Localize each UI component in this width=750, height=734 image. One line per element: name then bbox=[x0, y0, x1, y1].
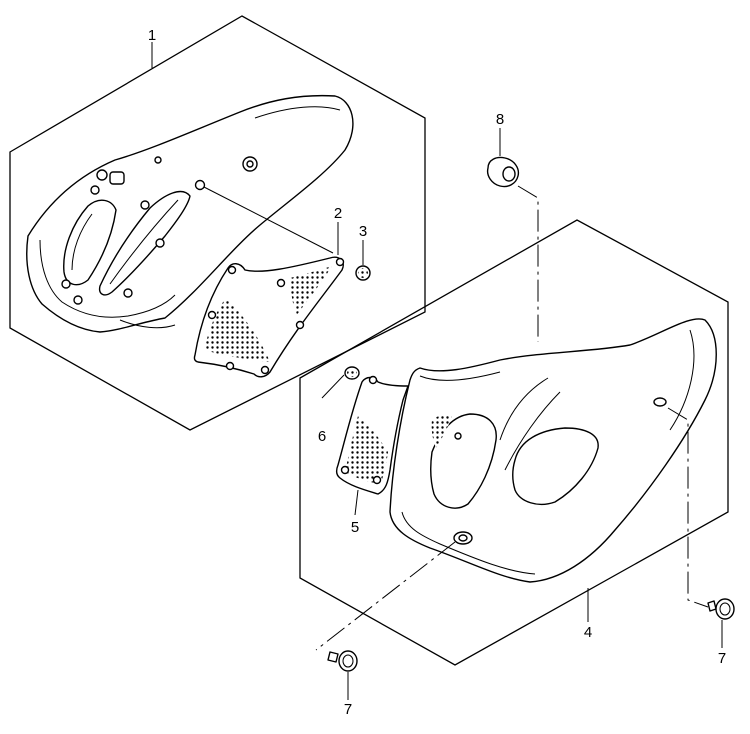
grommet-part-6 bbox=[344, 366, 360, 380]
mesh-panel-part-5 bbox=[335, 375, 409, 495]
callout-6: 6 bbox=[318, 428, 326, 445]
callout-7-right: 7 bbox=[718, 650, 726, 667]
leader-line-2 bbox=[203, 186, 334, 254]
callout-2: 2 bbox=[334, 205, 342, 222]
callout-3: 3 bbox=[359, 223, 367, 240]
callout-8: 8 bbox=[496, 111, 504, 128]
callout-5: 5 bbox=[351, 519, 359, 536]
mesh-panel-part-2 bbox=[193, 256, 345, 378]
left-side-cover-part-1 bbox=[26, 94, 354, 333]
leader-line-6 bbox=[321, 374, 345, 399]
bolt-part-7-left bbox=[327, 650, 358, 700]
callout-7-left: 7 bbox=[344, 701, 352, 718]
right-side-cover-part-4 bbox=[389, 318, 717, 583]
guide-line-8 bbox=[517, 185, 539, 342]
grommet-part-3 bbox=[355, 265, 371, 281]
assembly-frame-4 bbox=[299, 219, 729, 666]
bushing-part-8 bbox=[486, 128, 520, 188]
leader-line-5 bbox=[354, 489, 359, 516]
callout-4: 4 bbox=[584, 624, 592, 641]
bolt-part-7-right bbox=[707, 598, 735, 648]
assembly-frame-1 bbox=[9, 15, 426, 431]
guide-line-7-left bbox=[315, 541, 456, 651]
callout-1: 1 bbox=[148, 27, 156, 44]
guide-line-7-right bbox=[667, 407, 709, 608]
